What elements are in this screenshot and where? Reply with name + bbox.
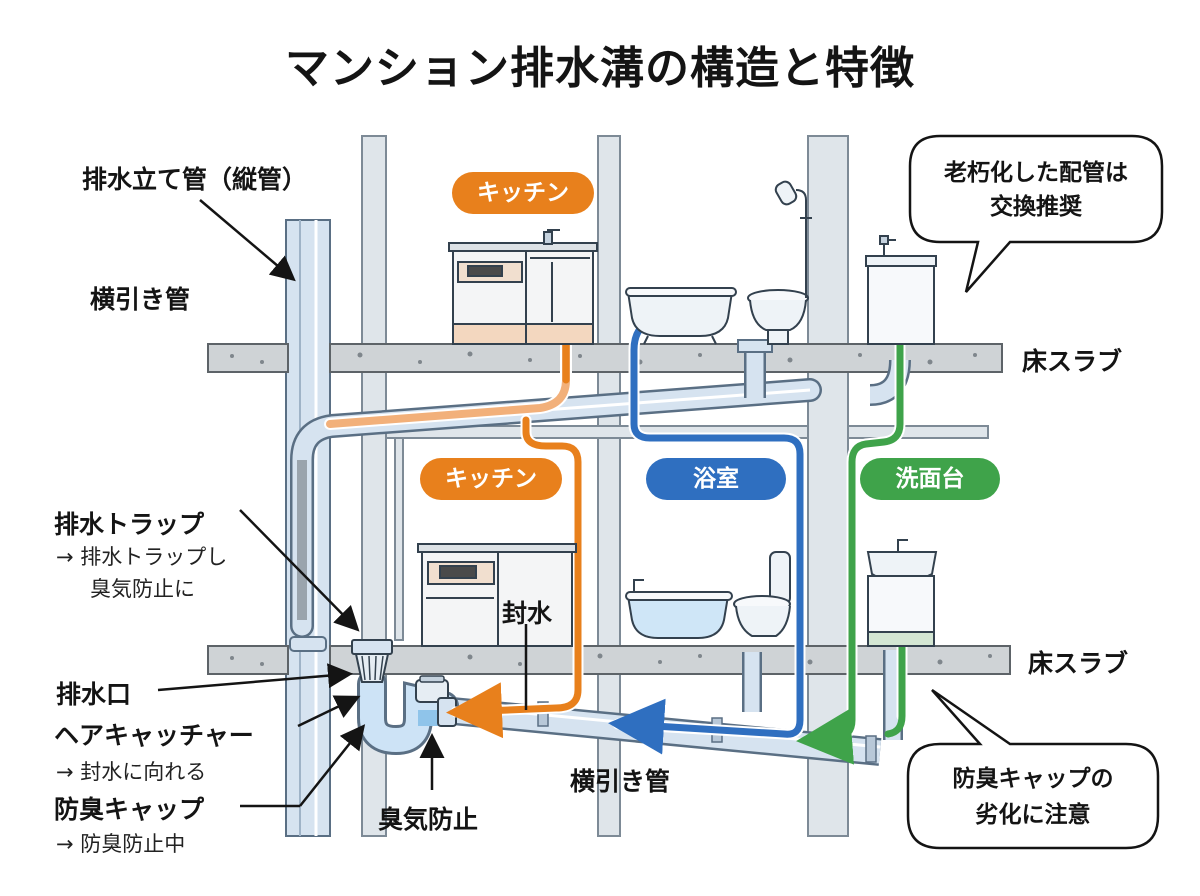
washbasin-icon bbox=[865, 235, 937, 345]
toilet-icon bbox=[747, 289, 809, 345]
riser-pipe bbox=[285, 219, 331, 837]
odor-cap-note: → 防臭防止中 bbox=[56, 832, 186, 856]
kitchen-unit-lower-icon bbox=[417, 543, 577, 647]
page-title: マンション排水溝の構造と特徴 bbox=[285, 43, 915, 94]
riser-label: 排水立て管（縦管） bbox=[82, 165, 308, 194]
callout-top-line1: 老朽化した配管は bbox=[944, 160, 1128, 186]
room-badge-washbasin: 洗面台 bbox=[860, 458, 1000, 500]
callout-bubble-bottom bbox=[906, 688, 1160, 850]
callout-bottom-line2: 劣化に注意 bbox=[975, 802, 1091, 828]
water-seal-label: 封水 bbox=[502, 599, 553, 628]
room-badge-kitchen-lower: キッチン bbox=[420, 458, 562, 500]
shower-icon bbox=[774, 180, 812, 298]
kitchen-flow-line bbox=[324, 324, 584, 739]
horizontal-pipe-bottom-label: 横引き管 bbox=[570, 767, 671, 796]
horizontal-pipe-top-label: 横引き管 bbox=[90, 285, 191, 314]
bathtub-icon bbox=[625, 287, 737, 345]
kitchen-unit-icon bbox=[448, 229, 598, 345]
hair-catcher-note: → 封水に向れる bbox=[56, 760, 207, 784]
bathtub-lower-icon bbox=[625, 579, 733, 639]
callout-bottom-line1: 防臭キャップの bbox=[952, 766, 1114, 792]
room-badge-kitchen-upper: キッチン bbox=[452, 172, 594, 214]
pointer-lines bbox=[157, 199, 528, 808]
toilet-lower-icon bbox=[733, 551, 791, 637]
trap-note-1: → 排水トラップし bbox=[56, 545, 228, 569]
washbasin-lower-icon bbox=[866, 539, 938, 647]
odor-prevention-label: 臭気防止 bbox=[378, 805, 479, 834]
trap-label: 排水トラップ bbox=[54, 510, 205, 539]
callout-top-line2: 交換推奨 bbox=[990, 194, 1082, 220]
hair-catcher-label: ヘアキャッチャー bbox=[54, 721, 254, 750]
drain-outlet-label: 排水口 bbox=[56, 680, 132, 709]
odor-cap-label: 防臭キャップ bbox=[54, 795, 205, 824]
callout-bubble-top bbox=[908, 134, 1164, 293]
floor-slab-top-label: 床スラブ bbox=[1022, 347, 1123, 376]
trap-note-2: 臭気防止に bbox=[90, 577, 195, 601]
floor-slab-bottom-label: 床スラブ bbox=[1028, 649, 1129, 678]
room-badge-bathroom: 浴室 bbox=[646, 458, 786, 500]
